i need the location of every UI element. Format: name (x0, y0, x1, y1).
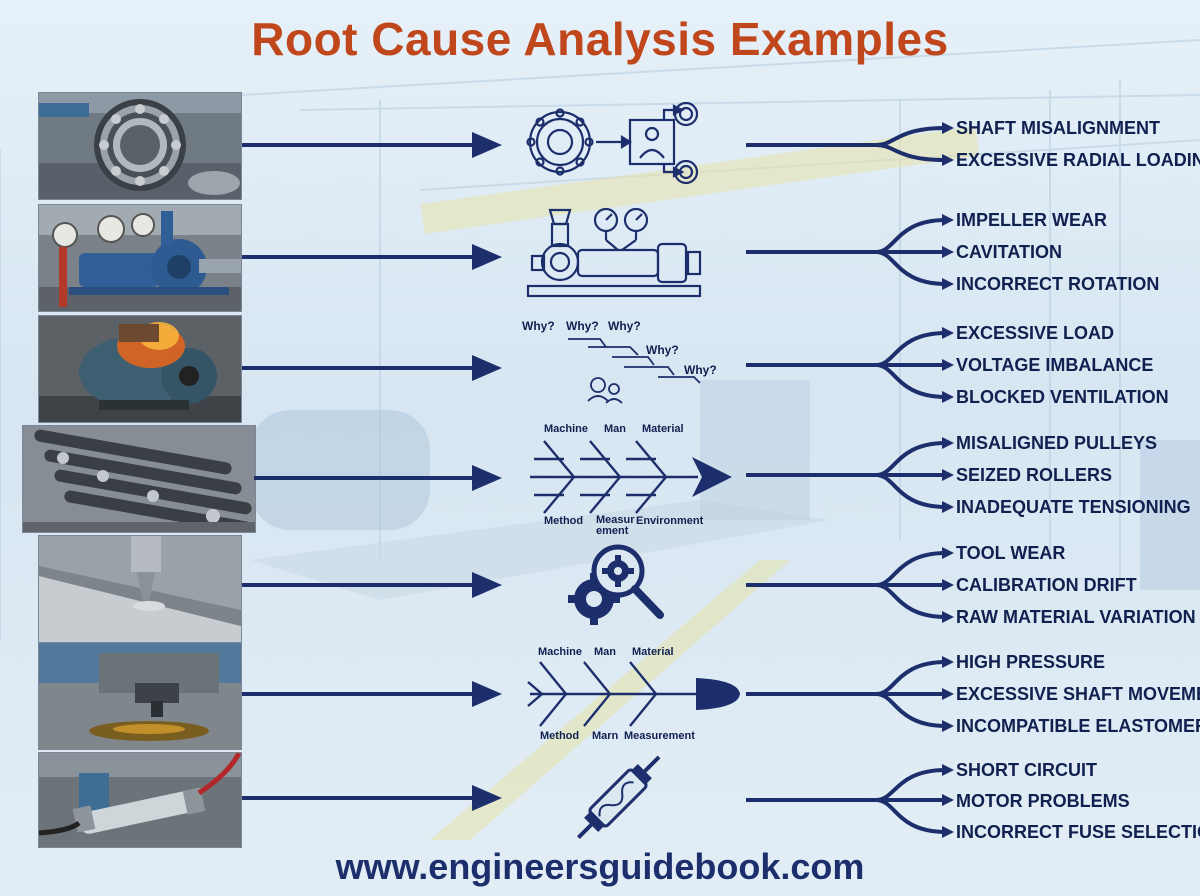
rca-row-motor: Why? Why? Why? Why? Why? (0, 315, 1200, 423)
fishbone-category-label: Measurement (624, 730, 695, 742)
fishbone-category-label: Method (544, 515, 584, 527)
cause-label: RAW MATERIAL VARIATION (956, 607, 1196, 627)
arrow-to-icon (242, 355, 502, 381)
fishbone-category-label: Measur ement (596, 514, 635, 537)
conveyor-photo (22, 425, 256, 533)
why-label: Why? (646, 343, 679, 357)
cause-label: TOOL WEAR (956, 543, 1066, 563)
why-label: Why? (522, 319, 555, 333)
cause-label: MOTOR PROBLEMS (956, 791, 1130, 811)
rca-row-conveyor: Machine Man Material Method Measur ement… (0, 423, 1200, 537)
cause-branch-connector (746, 214, 954, 290)
cause-label: EXCESSIVE SHAFT MOVEMENT (956, 684, 1200, 704)
fishbone-category-label: Machine (538, 646, 583, 658)
cause-label: SHAFT MISALIGNMENT (956, 118, 1160, 138)
cause-branch-connector (746, 764, 954, 838)
fishbone-icon: Machine Man Material Method Measur ement… (518, 423, 748, 537)
rca-row-bearing: SHAFT MISALIGNMENT EXCESSIVE RADIAL LOAD… (0, 92, 1200, 200)
cause-label: BLOCKED VENTILATION (956, 387, 1169, 407)
cause-branch-connector (746, 547, 954, 623)
why-label: Why? (608, 319, 641, 333)
arrow-to-icon (242, 132, 502, 158)
cause-label: HIGH PRESSURE (956, 652, 1106, 672)
arrow-to-icon (242, 572, 502, 598)
cause-label: IMPELLER WEAR (956, 210, 1107, 230)
cause-branch-connector (746, 327, 954, 403)
cause-label: CAVITATION (956, 242, 1062, 262)
cause-label: EXCESSIVE RADIAL LOADING (956, 150, 1200, 170)
fuse-icon (576, 755, 661, 840)
fishbone-icon: Machine Man Material Method Marn Measure… (518, 642, 748, 748)
rca-row-machining: TOOL WEAR CALIBRATION DRIFT RAW MATERIAL… (0, 535, 1200, 643)
fishbone-category-label: Method (540, 730, 580, 742)
cause-branch-connector (746, 122, 954, 166)
why-label: Why? (684, 363, 717, 377)
arrow-to-icon (242, 681, 502, 707)
fishbone-category-label: Man (594, 646, 616, 658)
seal-leak-photo (38, 642, 242, 750)
cause-label: SEIZED ROLLERS (956, 465, 1113, 485)
gear-magnifier-icon (568, 544, 664, 625)
cause-label: VOLTAGE IMBALANCE (956, 355, 1154, 375)
fishbone-category-label: Machine (544, 423, 589, 435)
cause-label: INCOMPATIBLE ELASTOMERS (956, 716, 1200, 736)
arrow-to-icon (242, 785, 502, 811)
cause-label: SHORT CIRCUIT (956, 760, 1097, 780)
why-label: Why? (566, 319, 599, 333)
pump-photo (38, 204, 242, 312)
fishbone-category-label: Man (604, 423, 626, 435)
cause-label: CALIBRATION DRIFT (956, 575, 1137, 595)
fishbone-category-label: Environment (636, 515, 704, 527)
pump-gauges-icon (526, 207, 702, 298)
five-whys-icon: Why? Why? Why? Why? Why? (518, 315, 748, 421)
cause-branch-connector (746, 437, 954, 513)
cause-label: INCORRECT ROTATION (956, 274, 1160, 294)
cause-branch-connector (746, 656, 954, 732)
machining-photo (38, 535, 242, 643)
cause-label: INCORRECT FUSE SELECTION (956, 822, 1200, 842)
arrow-to-icon (254, 465, 502, 491)
fuse-photo (38, 752, 242, 848)
arrow-to-icon (242, 244, 502, 270)
page-title: Root Cause Analysis Examples (251, 13, 949, 65)
cause-label: INADEQUATE TENSIONING (956, 497, 1191, 517)
footer-url[interactable]: www.engineersguidebook.com (335, 846, 865, 887)
fishbone-category-label: Material (632, 646, 674, 658)
cause-label: EXCESSIVE LOAD (956, 323, 1115, 343)
bearing-flow-icon (526, 101, 699, 185)
motor-photo (38, 315, 242, 423)
bearing-photo (38, 92, 242, 200)
rca-row-pump: IMPELLER WEAR CAVITATION INCORRECT ROTAT… (0, 204, 1200, 312)
rca-row-seal-leak: Machine Man Material Method Marn Measure… (0, 642, 1200, 750)
fishbone-category-label: Material (642, 423, 684, 435)
rca-row-fuse: SHORT CIRCUIT MOTOR PROBLEMS INCORRECT F… (0, 752, 1200, 848)
fishbone-category-label: Marn (592, 730, 619, 742)
cause-label: MISALIGNED PULLEYS (956, 433, 1158, 453)
